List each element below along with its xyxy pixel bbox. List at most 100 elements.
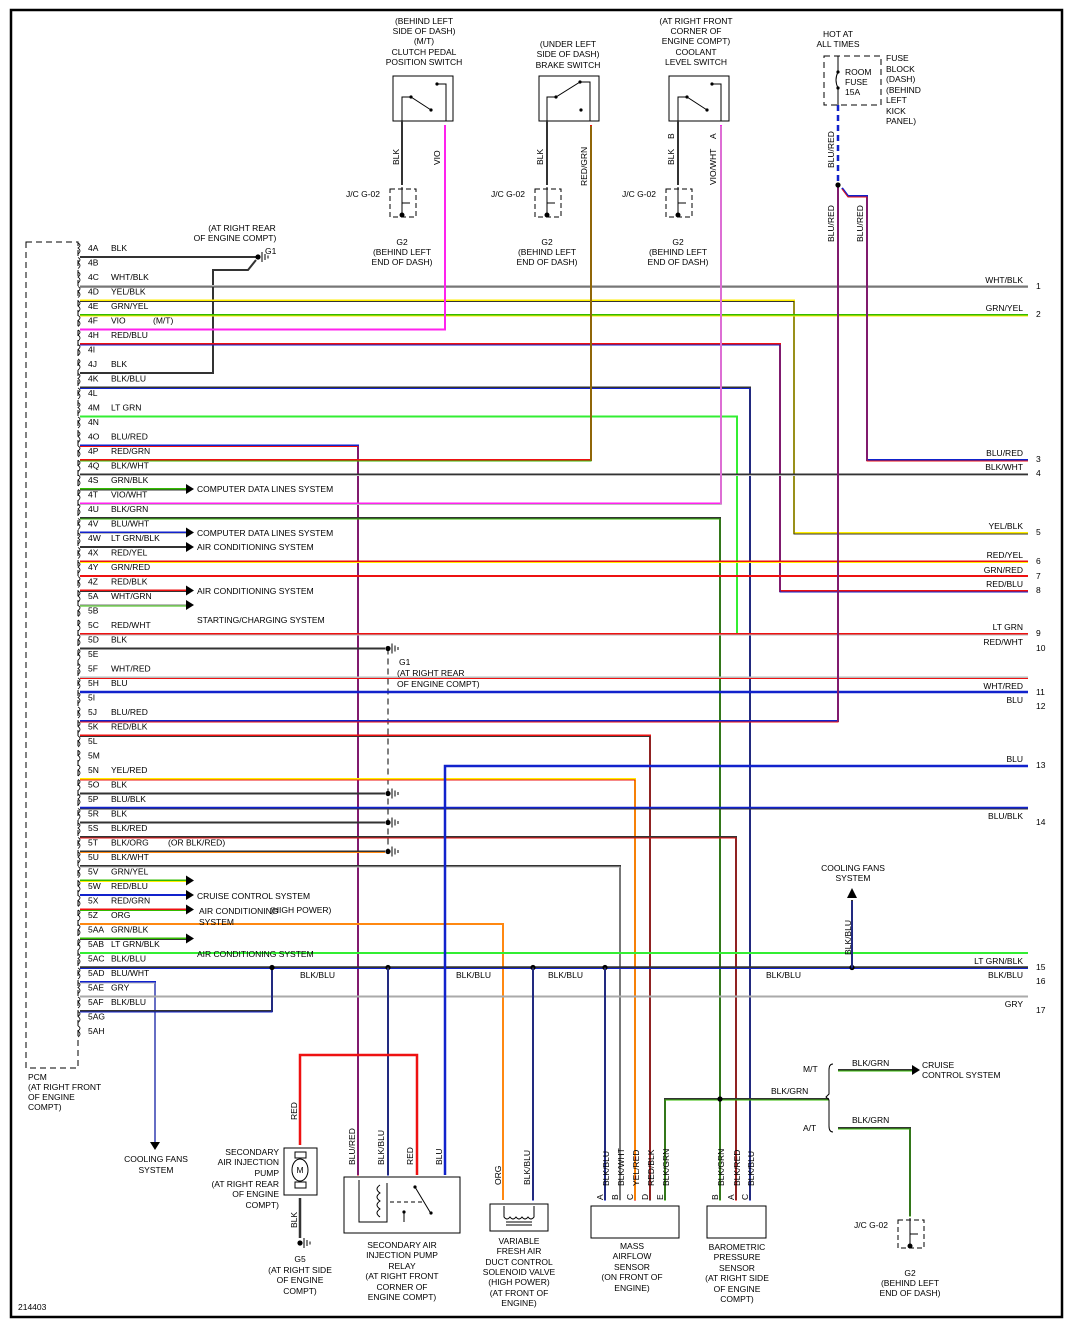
fuse-block-5: KICK (886, 106, 906, 116)
g1-top-id: G1 (265, 246, 277, 256)
svg-text:G2: G2 (396, 237, 408, 247)
pin-wire-color: WHT/BLK (111, 272, 149, 282)
cooling-left-1[interactable]: SYSTEM (139, 1165, 174, 1175)
ref-cruise-control[interactable]: CRUISE CONTROL SYSTEM (197, 891, 310, 901)
split-in-wire: BLK/GRN (771, 1086, 808, 1096)
pin-wire-color: GRN/BLK (111, 925, 149, 935)
coolant-title-4: LEVEL SWITCH (665, 57, 727, 67)
fuse-wire-2: BLU/RED (826, 205, 836, 242)
wire-5t (80, 850, 385, 853)
connector-number: 17 (1036, 1005, 1046, 1015)
fuse-wire-3: BLU/RED (855, 205, 865, 242)
cruise-ref-1[interactable]: CONTROL SYSTEM (922, 1070, 1001, 1080)
cooling-left-0[interactable]: COOLING FANS (124, 1154, 188, 1164)
ref-air-conditioning-3b[interactable]: SYSTEM (199, 917, 234, 927)
ref-computer-data-lines-2[interactable]: COMPUTER DATA LINES SYSTEM (197, 528, 333, 538)
pin-id: 4M (88, 403, 100, 413)
splice-dot (717, 1096, 723, 1102)
baro-wire-2: BLK/BLU (746, 1151, 756, 1186)
g2-jc-label: J/C G-02 (491, 189, 525, 199)
pin-wire-color: LT GRN/BLK (111, 533, 160, 543)
g1-mid-loc-0: (AT RIGHT REAR (397, 668, 465, 678)
ref-computer-data-lines-1[interactable]: COMPUTER DATA LINES SYSTEM (197, 484, 333, 494)
fuse-block-2: (DASH) (886, 74, 915, 84)
ref-air-conditioning-4[interactable]: AIR CONDITIONING SYSTEM (197, 949, 314, 959)
ref-air-conditioning-2[interactable]: AIR CONDITIONING SYSTEM (197, 586, 314, 596)
coolant-title-1: CORNER OF (671, 26, 722, 36)
pin-id: 5Z (88, 910, 98, 920)
bus-label-3: BLK/BLU (548, 970, 583, 980)
brake-title-2: BRAKE SWITCH (536, 60, 601, 70)
pin-id: 5AD (88, 968, 105, 978)
pin-wire-color: GRN/RED (111, 562, 150, 572)
clutch-title-1: SIDE OF DASH) (393, 26, 456, 36)
svg-text:(BEHIND LEFT: (BEHIND LEFT (518, 247, 576, 257)
fuse-icon (835, 71, 839, 89)
ref-air-conditioning-3a[interactable]: AIR CONDITIONING (199, 906, 278, 916)
pump-name-4: OF ENGINE (232, 1189, 279, 1199)
pin-id: 4U (88, 504, 99, 514)
wire-5v (80, 879, 186, 882)
ref-air-conditioning-1[interactable]: AIR CONDITIONING SYSTEM (197, 542, 314, 552)
pin-id: 5B (88, 606, 99, 616)
connector-wire-label: BLK/BLU (988, 970, 1023, 980)
bus-labels: BLK/BLU BLK/BLU BLK/BLU BLK/BLU BLK/BLU (300, 920, 853, 980)
pin-id: 5P (88, 794, 99, 804)
maf-name-2: SENSOR (614, 1262, 650, 1272)
pin-note: (OR BLK/RED) (168, 838, 225, 848)
cooling-top-1[interactable]: SYSTEM (836, 873, 871, 883)
pin-wire-color: RED/BLK (111, 577, 148, 587)
connector-wire-label: GRY (1005, 999, 1024, 1009)
pin-id: 4Q (88, 461, 100, 471)
pin-id: 5O (88, 780, 100, 790)
pin-id: 5W (88, 881, 101, 891)
svg-text:G2: G2 (672, 237, 684, 247)
pcm-pin-4b: 4B (77, 257, 99, 269)
g5-id: G5 (294, 1254, 306, 1264)
pin-id: 5M (88, 751, 100, 761)
pin-wire-color: BLK (111, 359, 127, 369)
ref-starting-charging[interactable]: STARTING/CHARGING SYSTEM (197, 615, 325, 625)
wire-13 (443, 764, 1028, 1175)
pin-id: 5A (88, 591, 99, 601)
pin-id: 4Z (88, 577, 98, 587)
pin-id: 4X (88, 548, 99, 558)
cooling-top-0[interactable]: COOLING FANS (821, 863, 885, 873)
wire-5c (80, 633, 1028, 636)
pcm-pin-4c: 4C WHT/BLK (77, 271, 149, 284)
pin-wire-color: GRN/BLK (111, 475, 149, 485)
cruise-ref-0[interactable]: CRUISE (922, 1060, 954, 1070)
pin-id: 5N (88, 765, 99, 775)
connector-number: 10 (1036, 643, 1046, 653)
wires-layer (80, 105, 1028, 1248)
pcm-pin-5m: 5M (77, 750, 100, 762)
connector-wire-label: WHT/BLK (985, 275, 1023, 285)
pcm-pin-4l: 4L (77, 387, 98, 400)
clutch-wire-right: VIO (432, 150, 442, 165)
pin-wire-color: BLK (111, 243, 127, 253)
connector-17[interactable]: GRY 17 (1005, 999, 1046, 1015)
pin-id: 4B (88, 258, 99, 268)
pin-id: 4C (88, 272, 99, 282)
